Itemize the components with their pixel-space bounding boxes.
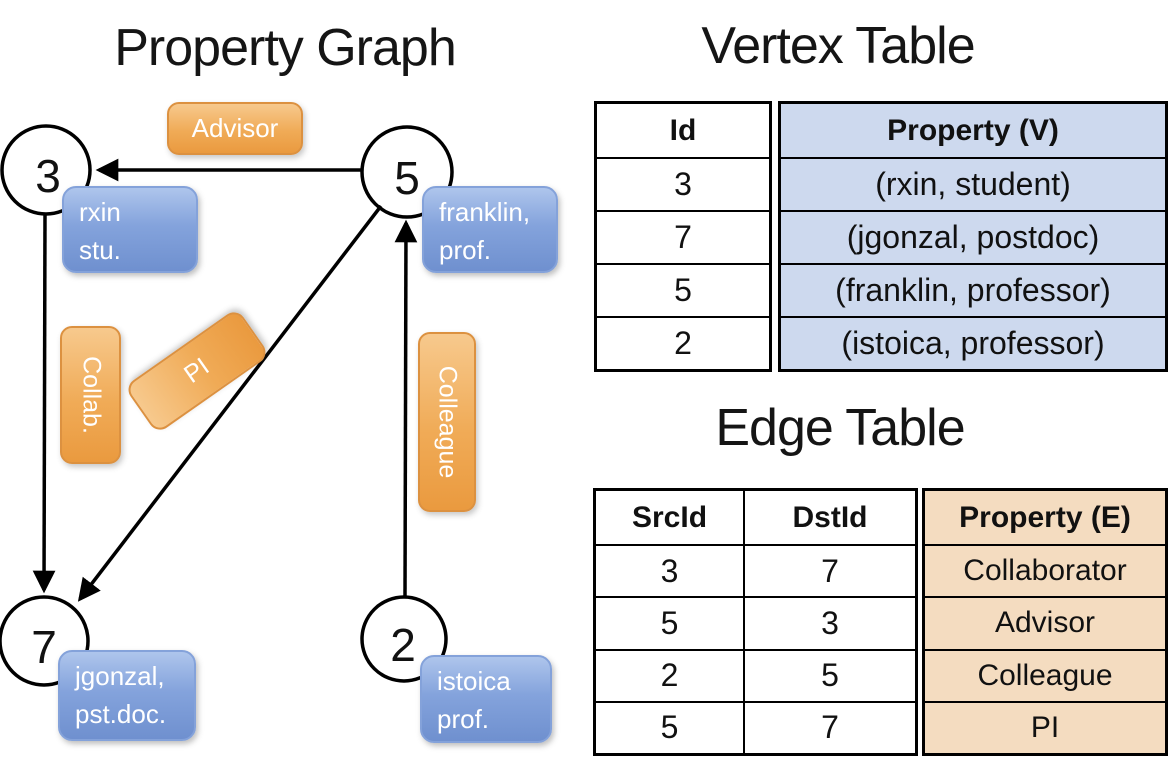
edge-srcid-cell: 3 — [660, 552, 679, 589]
vertex-id-cell: 5 — [597, 263, 769, 316]
vertex-property-cell: (jgonzal, postdoc) — [781, 210, 1165, 263]
node-2-label: 2 — [390, 619, 416, 671]
vertex-id-header: Id — [669, 113, 697, 147]
vertex-property-cell: (rxin, student) — [781, 157, 1165, 210]
edge-label-text: Collab. — [77, 356, 105, 434]
vertex-property-box-7: jgonzal, pst.doc. — [58, 650, 196, 741]
vertex-property-line: rxin — [79, 197, 121, 227]
edge-label-colleague: Colleague — [418, 332, 476, 512]
edge-srcid-cell: 2 — [660, 657, 679, 694]
edge-label-text: Colleague — [433, 365, 462, 479]
vertex-property-line: prof. — [437, 704, 490, 734]
edge-label-advisor: Advisor — [167, 102, 303, 155]
property-graph-title: Property Graph — [114, 19, 457, 77]
vertex-property-cell: (franklin, professor) — [781, 263, 1165, 316]
vertex-property-line: stu. — [79, 235, 121, 265]
edge-5-to-7-pi — [77, 204, 383, 602]
vertex-property-cell: (istoica, professor) — [781, 316, 1165, 369]
edge-table-title: Edge Table — [715, 399, 965, 457]
vertex-id-cell: 3 — [597, 157, 769, 210]
edge-property-cell: Advisor — [925, 596, 1165, 648]
edge-dstid-cell: 7 — [743, 702, 915, 753]
edge-label-text: Advisor — [191, 113, 279, 143]
edge-label-collab: Collab. — [60, 326, 121, 464]
vertex-property-header: Property (V) — [887, 113, 1059, 147]
vertex-table-id-column: Id 3 7 5 2 — [594, 101, 772, 372]
edge-srcid-header: SrcId — [631, 500, 708, 534]
edge-dstid-header: DstId — [743, 491, 915, 544]
vertex-property-box-3: rxin stu. — [62, 186, 198, 273]
vertex-property-line: istoica — [437, 666, 511, 696]
edge-srcid-cell: 5 — [660, 604, 679, 641]
edge-dstid-cell: 3 — [743, 598, 915, 649]
edge-table-property-column: Property (E) Collaborator Advisor Collea… — [922, 488, 1168, 756]
node-5-label: 5 — [394, 152, 420, 204]
edge-property-cell: PI — [925, 700, 1165, 753]
node-3-label: 3 — [35, 150, 61, 202]
edge-property-header: Property (E) — [959, 500, 1131, 534]
edge-srcid-cell: 5 — [660, 709, 679, 746]
vertex-property-line: pst.doc. — [75, 699, 167, 729]
vertex-table-title: Vertex Table — [701, 17, 975, 75]
vertex-property-box-5: franklin, prof. — [422, 186, 558, 273]
vertex-property-box-2: istoica prof. — [420, 655, 552, 743]
edge-dstid-cell: 5 — [743, 650, 915, 701]
edge-dstid-cell: 7 — [743, 546, 915, 597]
vertex-id-cell: 7 — [597, 210, 769, 263]
vertex-property-line: prof. — [439, 235, 492, 265]
edge-label-text: PI — [179, 352, 215, 389]
node-7-label: 7 — [31, 621, 57, 673]
vertex-table-property-column: Property (V) (rxin, student) (jgonzal, p… — [778, 101, 1168, 372]
edge-table-id-columns: SrcId DstId 3 7 5 3 2 5 5 7 — [593, 488, 918, 756]
vertex-property-line: jgonzal, — [75, 661, 165, 691]
edge-property-cell: Collaborator — [925, 544, 1165, 596]
edge-3-to-7-collab — [32, 213, 56, 594]
edge-2-to-5-colleague — [394, 219, 418, 598]
edge-property-cell: Colleague — [925, 648, 1165, 701]
vertex-id-cell: 2 — [597, 316, 769, 369]
vertex-property-line: franklin, — [439, 197, 531, 227]
